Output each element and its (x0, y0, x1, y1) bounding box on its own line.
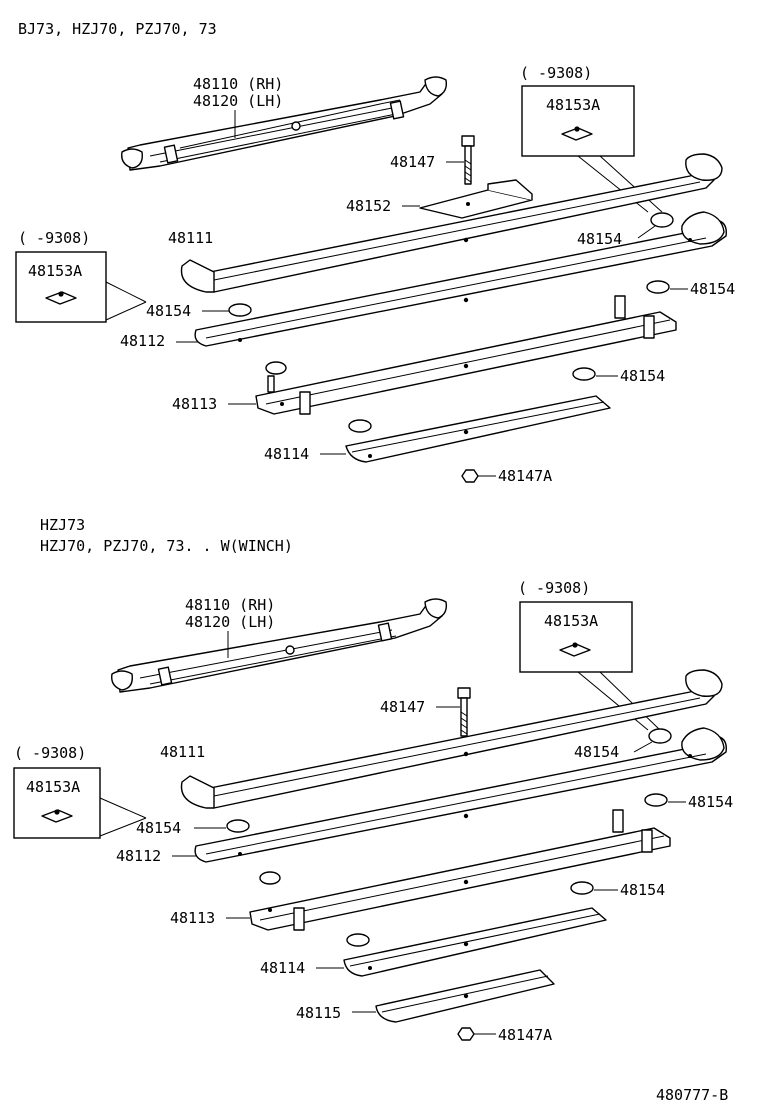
rubber-bumper-icon (570, 881, 594, 895)
callout-48115: 48115 (296, 1004, 341, 1022)
callout-48113: 48113 (170, 909, 215, 927)
inset-right-range: ( -9308) (520, 64, 592, 82)
leaf-48111 (180, 669, 723, 809)
leaf-48114 (345, 395, 611, 463)
callout-48154-c: 48154 (690, 280, 735, 298)
callout-48154-b: 48154 (136, 819, 181, 837)
callout-48114: 48114 (264, 445, 309, 463)
inset-right-box (519, 601, 633, 673)
main-leaf-assembly (111, 598, 448, 693)
leaf-48111 (180, 153, 723, 293)
callout-48154-c: 48154 (688, 793, 733, 811)
callout-48120: 48120 (LH) (193, 92, 283, 110)
leaf-48114 (343, 907, 607, 977)
callout-48147: 48147 (380, 698, 425, 716)
callout-48112: 48112 (120, 332, 165, 350)
callout-48152: 48152 (346, 197, 391, 215)
inset-right-part: 48153A (546, 96, 600, 114)
main-leaf-assembly (121, 76, 448, 171)
inset-left-part: 48153A (26, 778, 80, 796)
rubber-bumper-icon (228, 303, 252, 317)
inset-left-part: 48153A (28, 262, 82, 280)
inset-right-part: 48153A (544, 612, 598, 630)
leaf-48113 (249, 809, 671, 931)
callout-48110: 48110 (RH) (193, 75, 283, 93)
callout-48111: 48111 (168, 229, 213, 247)
clip-pad-icon (561, 126, 593, 141)
rubber-bumper-icon (644, 793, 668, 807)
center-bolt-icon (457, 687, 471, 737)
callout-48147a: 48147A (498, 1026, 552, 1044)
rubber-bumper-icon (226, 819, 250, 833)
callout-48154-d: 48154 (620, 881, 665, 899)
callout-48154-d: 48154 (620, 367, 665, 385)
section-top: BJ73, HZJ70, PZJ70, 73 48110 (RH) 48120 … (15, 20, 735, 485)
leaf-48112 (194, 727, 727, 863)
callout-48147a: 48147A (498, 467, 552, 485)
nut-icon (461, 469, 479, 483)
center-bolt-icon (461, 135, 475, 185)
callout-48120: 48120 (LH) (185, 613, 275, 631)
model-heading-2b: HZJ70, PZJ70, 73. . W(WINCH) (40, 537, 293, 555)
inset-left-range: ( -9308) (18, 229, 90, 247)
callout-48147: 48147 (390, 153, 435, 171)
nut-icon (457, 1027, 475, 1041)
model-heading-2a: HZJ73 (40, 516, 85, 534)
rubber-bumper-icon (572, 367, 596, 381)
rubber-bumper-icon (646, 280, 670, 294)
callout-48112: 48112 (116, 847, 161, 865)
leaf-48115 (375, 969, 555, 1023)
leaf-48113 (255, 295, 677, 415)
inset-right-range: ( -9308) (518, 579, 590, 597)
leaf-48112 (194, 211, 727, 347)
clip-pad-icon (559, 642, 591, 657)
callout-48111: 48111 (160, 743, 205, 761)
callout-48110: 48110 (RH) (185, 596, 275, 614)
callout-48114: 48114 (260, 959, 305, 977)
spacer-plate-icon (419, 179, 533, 219)
inset-left-box (13, 767, 101, 839)
rubber-bumper-icon (650, 212, 674, 228)
model-heading-1: BJ73, HZJ70, PZJ70, 73 (18, 20, 217, 38)
callout-48154-a: 48154 (577, 230, 622, 248)
rubber-bumper-icon (648, 728, 672, 744)
figure-id: 480777-B (656, 1086, 728, 1104)
clip-pad-icon (45, 291, 77, 305)
callout-48154-a: 48154 (574, 743, 619, 761)
section-bottom: HZJ73 HZJ70, PZJ70, 73. . W(WINCH) 48110… (13, 516, 733, 1044)
callout-48113: 48113 (172, 395, 217, 413)
inset-left-box (15, 251, 107, 323)
callout-48154-b: 48154 (146, 302, 191, 320)
inset-left-range: ( -9308) (14, 744, 86, 762)
clip-pad-icon (41, 809, 73, 823)
